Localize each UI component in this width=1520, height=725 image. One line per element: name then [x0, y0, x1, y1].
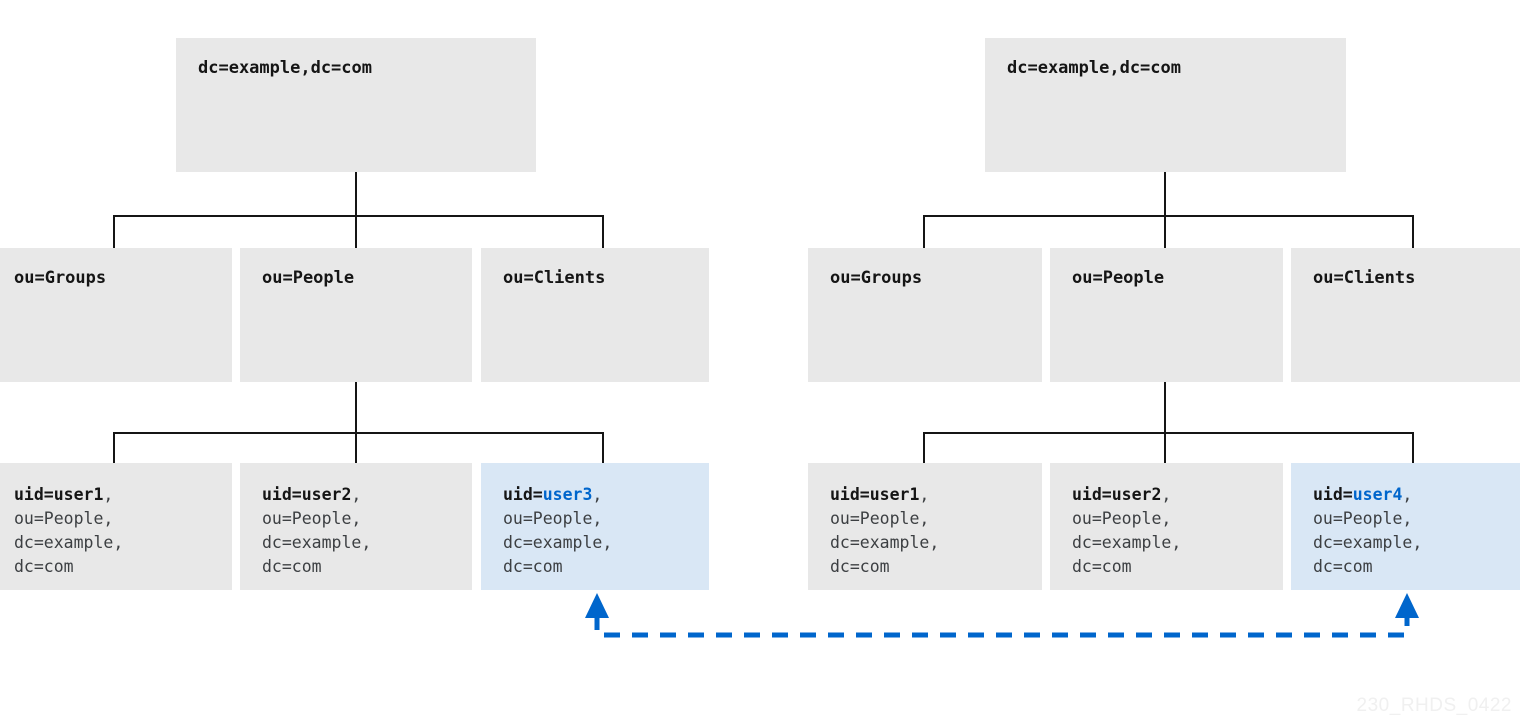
right-leaf-value-user1: user1 [869, 485, 920, 504]
left-leaf-rest-user2: ou=People,dc=example,dc=com [262, 509, 372, 576]
right-leaf-drop-2 [1164, 432, 1166, 464]
left-branch-drop-2 [355, 215, 357, 248]
right-branch-box-groups: ou=Groups [808, 248, 1042, 382]
left-leaf-box-user1: uid=user1, ou=People,dc=example,dc=com [0, 463, 232, 590]
left-leaf-box-user3: uid=user3, ou=People,dc=example,dc=com [481, 463, 709, 590]
left-leaf-label-user1: uid=user1, ou=People,dc=example,dc=com [14, 483, 123, 579]
right-leaf-rest-user2: ou=People,dc=example,dc=com [1072, 509, 1182, 576]
right-leaf-rest-user4: ou=People,dc=example,dc=com [1313, 509, 1423, 576]
left-leaf-value-user1: user1 [53, 485, 104, 504]
right-people-stem [1164, 382, 1166, 434]
right-leaf-key-user1: uid= [830, 485, 870, 504]
right-branch-label-clients: ou=Clients [1313, 268, 1416, 288]
left-root-stem [355, 172, 357, 216]
right-leaf-box-user2: uid=user2, ou=People,dc=example,dc=com [1050, 463, 1283, 590]
right-branch-bar [923, 215, 1414, 217]
right-leaf-value-user2: user2 [1111, 485, 1162, 504]
left-leaf-value-user2: user2 [301, 485, 352, 504]
left-leaf-drop-1 [113, 432, 115, 464]
left-leaf-comma-user3: , [592, 485, 603, 504]
left-branch-label-clients: ou=Clients [503, 268, 606, 288]
left-people-stem [355, 382, 357, 434]
left-leaf-rest-user3: ou=People,dc=example,dc=com [503, 509, 613, 576]
left-leaf-key-user2: uid= [262, 485, 302, 504]
right-branch-drop-3 [1412, 215, 1414, 248]
right-leaf-label-user2: uid=user2, ou=People,dc=example,dc=com [1072, 483, 1181, 579]
right-leaf-key-user2: uid= [1072, 485, 1112, 504]
left-branch-box-groups: ou=Groups [0, 248, 232, 382]
right-leaf-key-user4: uid= [1313, 485, 1353, 504]
left-leaf-rest-user1: ou=People,dc=example,dc=com [14, 509, 124, 576]
right-branch-drop-1 [923, 215, 925, 248]
left-branch-drop-3 [602, 215, 604, 248]
right-leaf-box-user1: uid=user1, ou=People,dc=example,dc=com [808, 463, 1042, 590]
left-leaf-value-user3: user3 [542, 485, 593, 504]
watermark-label: 230_RHDS_0422 [1356, 695, 1512, 716]
right-leaf-comma-user2: , [1161, 485, 1172, 504]
right-branch-label-people: ou=People [1072, 268, 1165, 288]
left-leaf-key-user1: uid= [14, 485, 54, 504]
right-leaf-comma-user1: , [919, 485, 930, 504]
left-branch-drop-1 [113, 215, 115, 248]
right-branch-label-groups: ou=Groups [830, 268, 923, 288]
left-branch-label-people: ou=People [262, 268, 355, 288]
right-branch-box-people: ou=People [1050, 248, 1283, 382]
left-branch-box-clients: ou=Clients [481, 248, 709, 382]
right-leaf-drop-3 [1412, 432, 1414, 464]
left-root-box: dc=example,dc=com [176, 38, 536, 172]
right-leaf-box-user4: uid=user4, ou=People,dc=example,dc=com [1291, 463, 1520, 590]
left-leaf-drop-3 [602, 432, 604, 464]
right-branch-box-clients: ou=Clients [1291, 248, 1520, 382]
left-leaf-bar [113, 432, 604, 434]
left-branch-label-groups: ou=Groups [14, 268, 107, 288]
right-leaf-rest-user1: ou=People,dc=example,dc=com [830, 509, 940, 576]
right-leaf-drop-1 [923, 432, 925, 464]
right-root-label: dc=example,dc=com [1007, 58, 1181, 78]
right-leaf-label-user1: uid=user1, ou=People,dc=example,dc=com [830, 483, 939, 579]
left-leaf-label-user3: uid=user3, ou=People,dc=example,dc=com [503, 483, 612, 579]
left-leaf-drop-2 [355, 432, 357, 464]
right-root-stem [1164, 172, 1166, 216]
left-branch-bar [113, 215, 604, 217]
left-root-label: dc=example,dc=com [198, 58, 372, 78]
left-leaf-label-user2: uid=user2, ou=People,dc=example,dc=com [262, 483, 371, 579]
right-leaf-bar [923, 432, 1414, 434]
right-leaf-comma-user4: , [1402, 485, 1413, 504]
right-leaf-value-user4: user4 [1352, 485, 1403, 504]
right-leaf-label-user4: uid=user4, ou=People,dc=example,dc=com [1313, 483, 1422, 579]
left-branch-box-people: ou=People [240, 248, 472, 382]
left-leaf-box-user2: uid=user2, ou=People,dc=example,dc=com [240, 463, 472, 590]
right-root-box: dc=example,dc=com [985, 38, 1346, 172]
left-leaf-comma-user1: , [103, 485, 114, 504]
left-leaf-key-user3: uid= [503, 485, 543, 504]
right-branch-drop-2 [1164, 215, 1166, 248]
left-leaf-comma-user2: , [351, 485, 362, 504]
